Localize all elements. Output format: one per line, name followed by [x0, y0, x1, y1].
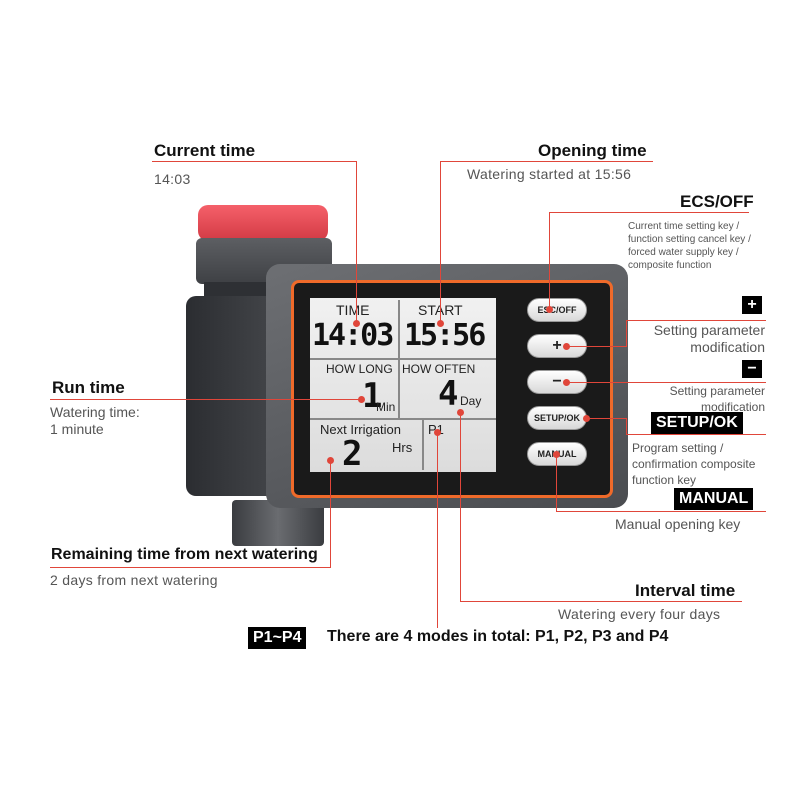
- lcd-divider-v: [398, 300, 400, 358]
- esc-off-button[interactable]: ESC/OFF: [527, 298, 587, 322]
- run-time-title: Run time: [52, 378, 125, 397]
- interval-title: Interval time: [635, 581, 736, 600]
- remaining-desc: 2 days from next watering: [50, 572, 218, 588]
- lcd-divider-h1: [310, 358, 496, 360]
- opening-time-title: Opening time: [538, 141, 647, 160]
- plus-tag: +: [742, 296, 762, 314]
- lcd-divider-h2: [310, 418, 496, 420]
- opening-time-desc: Watering started at 15:56: [467, 166, 632, 182]
- esc-off-desc-line: function setting cancel key /: [628, 234, 751, 245]
- setup-ok-tag: SETUP/OK: [651, 412, 743, 434]
- lcd-interval-unit: Day: [460, 394, 482, 408]
- modes-tag: P1~P4: [248, 627, 307, 649]
- esc-off-desc-line: Current time setting key /: [628, 221, 740, 232]
- manual-desc: Manual opening key: [615, 516, 741, 532]
- interval-desc: Watering every four days: [558, 606, 721, 622]
- current-time-title: Current time: [154, 141, 256, 160]
- setup-ok-desc-line: Program setting /: [632, 441, 724, 455]
- setup-ok-button[interactable]: SETUP/OK: [527, 406, 587, 430]
- minus-desc: Setting parameter modification: [632, 383, 765, 415]
- esc-off-desc: Current time setting key / function sett…: [628, 220, 751, 272]
- run-time-desc: Watering time: 1 minute: [50, 404, 140, 438]
- lcd-next-value: 2: [342, 434, 363, 474]
- lcd-divider-v2: [398, 360, 400, 418]
- minus-desc-line: Setting parameter: [669, 384, 765, 398]
- manual-tag: MANUAL: [674, 488, 754, 510]
- current-time-value: 14:03: [154, 171, 191, 187]
- esc-off-desc-line: composite function: [628, 260, 712, 271]
- lcd-how-often-label: HOW OFTEN: [402, 362, 476, 376]
- lcd-start-value: 15:56: [404, 318, 486, 353]
- remaining-title: Remaining time from next watering: [51, 546, 318, 563]
- lcd-how-long-label: HOW LONG: [326, 362, 393, 376]
- lcd-run-value: 1: [362, 376, 383, 416]
- minus-desc-line: modification: [700, 400, 765, 414]
- lcd-next-unit: Hrs: [392, 440, 413, 455]
- run-time-desc-line: Watering time:: [50, 404, 140, 420]
- lcd-screen: TIME START 14:03 15:56 HOW LONG HOW OFTE…: [310, 298, 496, 474]
- lcd-interval-value: 4: [438, 374, 459, 414]
- plus-desc-line: Setting parameter: [653, 322, 765, 338]
- modes-desc: There are 4 modes in total: P1, P2, P3 a…: [327, 628, 669, 645]
- esc-off-title: ECS/OFF: [680, 192, 754, 211]
- plus-desc-line: modification: [690, 339, 765, 355]
- plus-desc: Setting parameter modification: [632, 322, 765, 356]
- setup-ok-desc-line: confirmation composite: [632, 457, 756, 471]
- setup-ok-desc: Program setting / confirmation composite…: [632, 440, 755, 488]
- lcd-divider-v3: [422, 420, 424, 470]
- lcd-run-unit: Min: [376, 400, 396, 414]
- lcd-next-label: Next Irrigation: [320, 422, 401, 437]
- tap-cap-red: [198, 205, 328, 241]
- minus-tag: −: [742, 360, 762, 378]
- lcd-time-label: TIME: [336, 302, 370, 318]
- setup-ok-desc-line: function key: [632, 473, 697, 487]
- run-time-desc-line: 1 minute: [50, 421, 104, 437]
- esc-off-desc-line: forced water supply key /: [628, 247, 739, 258]
